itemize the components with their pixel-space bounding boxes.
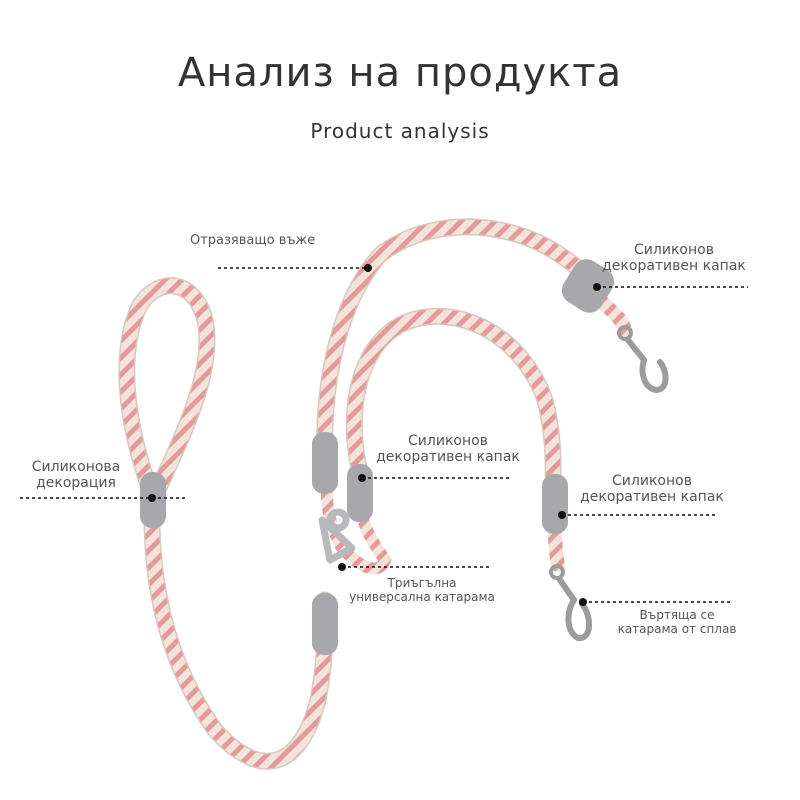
page-subtitle: Product analysis	[310, 119, 490, 143]
silicone-cap-main-lower	[312, 593, 338, 655]
label-swivel-buckle-line2: катарама от сплав	[617, 621, 737, 636]
triangle-buckle	[318, 508, 356, 564]
silicone-cap-main-upper	[312, 432, 338, 494]
label-reflective-rope: Отразяващо въже	[190, 233, 316, 248]
silicone-cap-top-right	[561, 259, 615, 313]
silicone-cap-center	[347, 464, 373, 522]
rope-main	[118, 218, 632, 770]
swivel-snap-hook-upper	[617, 325, 669, 394]
label-swivel-buckle: Въртяща се катарама от сплав	[612, 608, 742, 637]
label-cap-top-right-line2: декоративен капак	[602, 258, 746, 275]
label-cap-center: Силиконов декоративен капак	[366, 433, 530, 465]
silicone-cap-lower-right	[542, 474, 568, 534]
label-cap-lower-right-line2: декоративен капак	[580, 489, 724, 506]
leader-dots	[148, 264, 601, 606]
label-cap-lower-right-line1: Силиконов	[612, 473, 692, 489]
label-cap-top-right-line1: Силиконов	[634, 242, 714, 258]
label-triangle-buckle: Триъгълна универсална катарама	[344, 576, 500, 605]
swivel-snap-hook-lower	[549, 564, 592, 641]
page-title: Анализ на продукта	[177, 50, 623, 96]
label-triangle-buckle-line1: Триъгълна	[387, 576, 457, 590]
label-silicone-decoration-line2: декорация	[36, 475, 116, 492]
label-cap-lower-right: Силиконов декоративен капак	[570, 473, 734, 505]
leader-lines	[20, 267, 748, 603]
label-swivel-buckle-line1: Въртяща се	[639, 608, 715, 622]
label-triangle-buckle-line2: универсална катарама	[349, 589, 495, 604]
label-cap-center-line1: Силиконов	[408, 433, 488, 449]
label-silicone-decoration-line1: Силиконова	[31, 459, 121, 475]
label-silicone-decoration: Силиконова декорация	[22, 459, 130, 491]
label-cap-top-right: Силиконов декоративен капак	[594, 242, 754, 274]
label-cap-center-line2: декоративен капак	[376, 449, 520, 466]
